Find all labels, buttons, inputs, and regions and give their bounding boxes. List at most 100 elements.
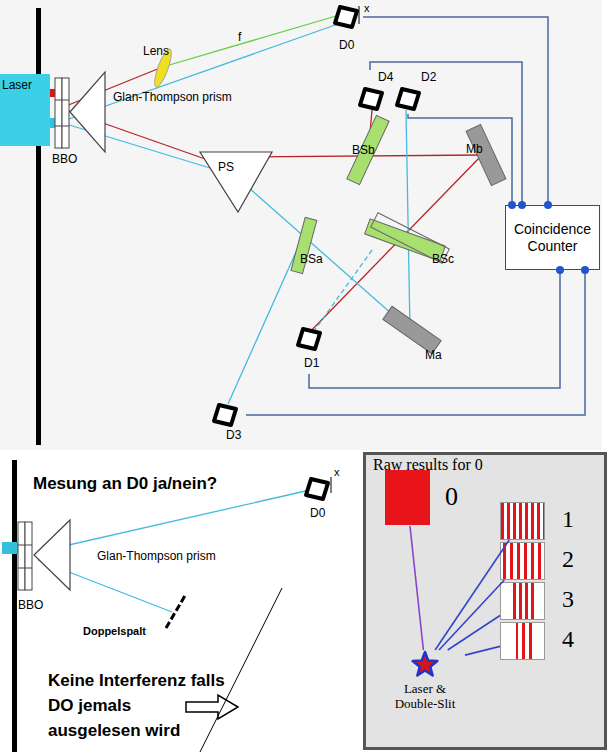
ray-line xyxy=(448,616,500,651)
part-label: BSb xyxy=(352,143,375,157)
bbo-crystal xyxy=(18,522,25,590)
fringe-stripes xyxy=(500,622,545,660)
top-background xyxy=(0,0,602,450)
part-label: Lens xyxy=(143,44,169,58)
conclusion-note: Keine Interferenz falls DO jemals ausgel… xyxy=(48,668,228,743)
detector-symbol xyxy=(395,86,421,112)
node-label: D4 xyxy=(378,70,393,84)
node-label: D3 xyxy=(226,428,241,442)
ray-line xyxy=(439,580,504,650)
node-label: 4 xyxy=(562,626,574,653)
x-tick xyxy=(359,6,360,24)
signal-wire xyxy=(363,17,548,205)
node-label: D2 xyxy=(421,70,436,84)
star-symbol xyxy=(410,650,440,680)
dimension-label: f xyxy=(238,30,241,44)
mirror xyxy=(383,306,441,354)
detector-symbol xyxy=(212,402,238,428)
part-label: BSa xyxy=(300,252,323,266)
glan-thompson-prism xyxy=(70,72,105,152)
detector-symbol xyxy=(304,476,330,502)
node-label: 0 xyxy=(445,482,458,512)
node-label: 3 xyxy=(562,586,574,613)
fringe-pattern: 3 xyxy=(500,582,580,620)
detector-outline xyxy=(360,89,382,109)
cyan-beam xyxy=(228,243,300,404)
part-label: Ma xyxy=(425,348,442,362)
detector-symbol xyxy=(296,326,322,352)
part-label: Glan-Thompson prism xyxy=(97,549,216,563)
port-dot xyxy=(518,201,526,209)
fringe-stripes xyxy=(500,542,545,580)
laser-box: Laser xyxy=(0,74,50,146)
part-label: Glan-Thompson prism xyxy=(113,90,232,104)
signal-wire xyxy=(246,270,585,415)
ray-line xyxy=(435,540,509,650)
result-block: 0 xyxy=(385,470,465,526)
axis-label: x xyxy=(364,2,370,14)
axis-label: x xyxy=(334,466,340,478)
divider-line xyxy=(200,588,282,752)
detector-symbol xyxy=(358,86,384,112)
green-beam xyxy=(166,16,336,66)
fringe-pattern: 4 xyxy=(500,622,580,660)
cyan-beam xyxy=(406,110,410,330)
signal-wire xyxy=(408,114,512,205)
port-dot xyxy=(544,201,552,209)
counter-box: Coincidence Counter xyxy=(505,205,600,270)
node-label: Laser xyxy=(2,78,32,92)
node-label: D1 xyxy=(304,356,319,370)
detector-outline xyxy=(335,7,357,27)
x-tick xyxy=(331,477,332,493)
part-label: BBO xyxy=(52,152,77,166)
bbo-crystal xyxy=(55,78,62,148)
results-panel: Raw results for 001234Laser & Double-Sli… xyxy=(363,452,607,750)
fringe-pattern: 2 xyxy=(500,542,580,580)
prism-ps xyxy=(200,152,272,212)
fringe-stripes xyxy=(500,582,545,620)
double-slit xyxy=(166,594,186,628)
detector: D2 xyxy=(395,70,441,114)
cyan-beam xyxy=(38,490,310,552)
detector-outline xyxy=(306,479,328,499)
part-label: Doppelspalt xyxy=(83,625,146,637)
node-label: D0 xyxy=(310,506,325,520)
bbo-line xyxy=(55,100,69,101)
fringe-stripes xyxy=(500,502,545,540)
fringe-pattern: 1 xyxy=(500,502,580,540)
bbo-line xyxy=(55,126,69,127)
mirror xyxy=(466,124,506,185)
ray-line xyxy=(465,646,500,655)
source-star: Laser & Double-Slit xyxy=(385,650,465,712)
node-label: 1 xyxy=(562,506,574,533)
part-label: PS xyxy=(218,160,234,174)
cyan-beam xyxy=(66,24,338,120)
detector: D0 xyxy=(333,4,363,58)
node-label: D0 xyxy=(339,38,354,52)
bbo-line xyxy=(18,545,32,546)
hollow-arrow xyxy=(186,695,238,719)
ray-line xyxy=(410,526,423,650)
red-block xyxy=(385,470,430,525)
signal-wire xyxy=(309,270,560,388)
node-label: Coincidence Counter xyxy=(506,221,599,255)
glan-thompson-prism xyxy=(34,520,70,590)
node-label: Laser & Double-Slit xyxy=(385,681,465,711)
port-dot xyxy=(508,201,516,209)
detector-outline xyxy=(397,89,419,109)
node-label: 2 xyxy=(562,546,574,573)
detector: D4 xyxy=(358,70,400,114)
detector-outline xyxy=(298,329,320,349)
question-note: Mesung an D0 ja/nein? xyxy=(33,474,217,494)
optical-table-bar xyxy=(12,460,17,752)
bbo-line xyxy=(18,568,32,569)
detector: D3 xyxy=(212,402,246,446)
part-label: Mb xyxy=(466,142,483,156)
beam-splitter xyxy=(347,115,389,184)
port-dot xyxy=(556,266,564,274)
detector-symbol xyxy=(333,4,359,30)
cyan-beam xyxy=(240,180,410,330)
part-label: BSc xyxy=(432,252,454,266)
